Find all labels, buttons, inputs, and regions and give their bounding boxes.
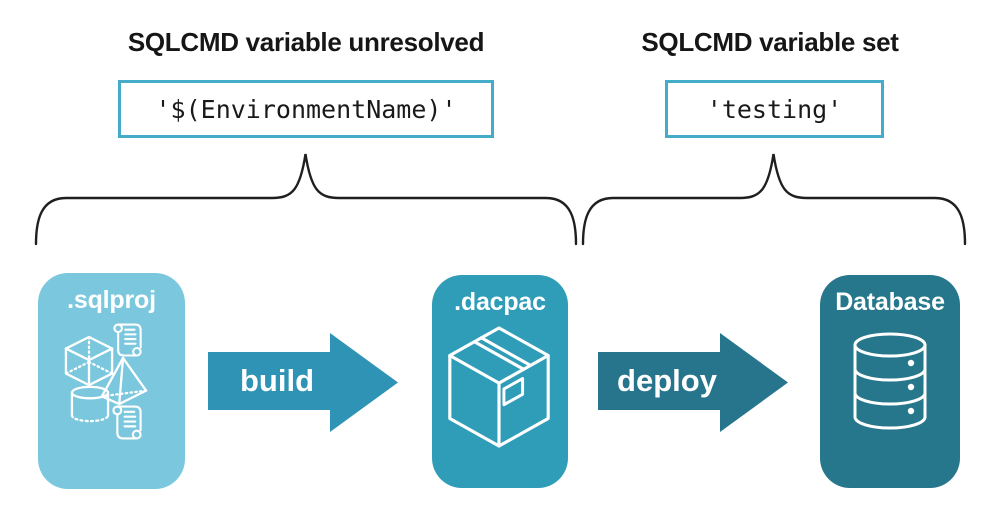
- node-sqlproj: .sqlproj: [38, 273, 185, 489]
- section-title-unresolved: SQLCMD variable unresolved: [127, 27, 485, 57]
- cube-icon: [64, 335, 114, 387]
- curly-brace-left: [34, 153, 578, 246]
- code-box-set: 'testing': [665, 80, 884, 138]
- node-dacpac: .dacpac: [432, 275, 568, 488]
- cylinder-icon: [70, 385, 110, 423]
- node-dacpac-label: .dacpac: [454, 288, 546, 316]
- scroll-icon: [112, 405, 142, 440]
- package-icon: [448, 326, 550, 448]
- section-title-set: SQLCMD variable set: [641, 27, 899, 57]
- build-arrow: [208, 333, 398, 432]
- curly-brace-right: [581, 153, 967, 246]
- node-database-label: Database: [835, 288, 945, 316]
- node-sqlproj-label: .sqlproj: [67, 286, 156, 314]
- code-value-unresolved: '$(EnvironmentName)': [155, 94, 457, 124]
- scroll-icon: [113, 323, 142, 357]
- deploy-arrow-label: deploy: [617, 363, 717, 398]
- node-database: Database: [820, 275, 960, 488]
- deploy-arrow: [598, 333, 788, 432]
- pyramid-icon: [100, 356, 148, 406]
- build-arrow-label: build: [239, 363, 315, 398]
- database-icon: [853, 332, 927, 430]
- code-value-set: 'testing': [706, 94, 843, 124]
- code-box-unresolved: '$(EnvironmentName)': [118, 80, 494, 138]
